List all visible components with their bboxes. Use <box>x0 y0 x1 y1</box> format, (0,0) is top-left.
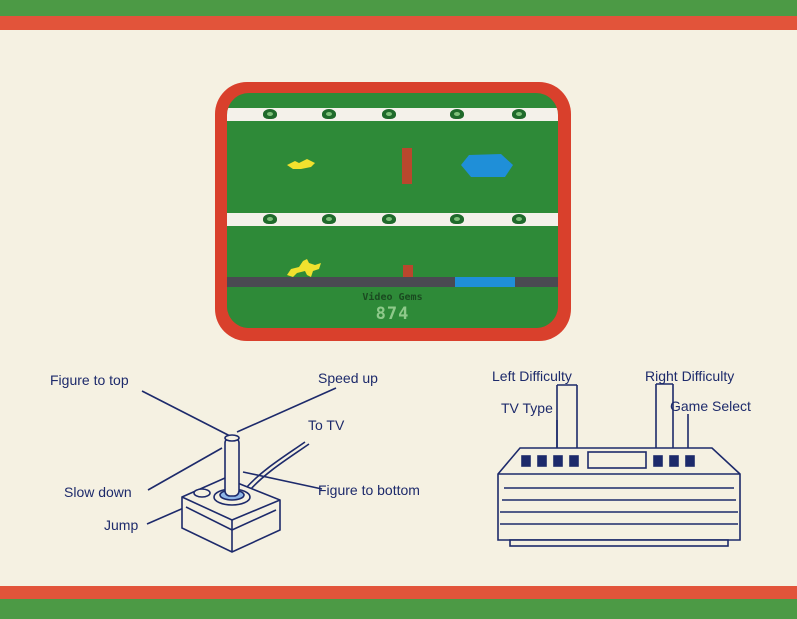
bush-icon <box>322 214 336 224</box>
hurdle-icon <box>402 148 412 184</box>
game-console-icon <box>497 447 741 547</box>
label-speed-up: Speed up <box>318 370 378 386</box>
bush-icon <box>450 214 464 224</box>
label-jump: Jump <box>104 517 139 533</box>
label-figure-to-bottom: Figure to bottom <box>318 482 420 498</box>
horse-rider-icon <box>287 259 321 277</box>
bush-icon <box>450 109 464 119</box>
progress-water-marker <box>455 277 515 287</box>
bush-icon <box>263 214 277 224</box>
bush-icon <box>512 214 526 224</box>
game-screen: Video Gems 874 <box>227 93 558 328</box>
bottom-green-band <box>0 599 797 619</box>
label-left-difficulty: Left Difficulty <box>492 368 572 384</box>
joystick-icon <box>181 434 281 553</box>
tv-screen-frame: Video Gems 874 <box>215 82 571 341</box>
bush-icon <box>263 109 277 119</box>
label-slow-down: Slow down <box>64 484 132 500</box>
top-red-stripe <box>0 16 797 30</box>
water-hazard-icon <box>461 154 513 177</box>
label-game-select: Game Select <box>670 398 751 414</box>
label-to-tv: To TV <box>308 417 345 433</box>
bush-icon <box>322 109 336 119</box>
label-right-difficulty: Right Difficulty <box>645 368 735 384</box>
bush-icon <box>382 109 396 119</box>
bottom-red-stripe <box>0 586 797 599</box>
horse-head-icon <box>287 159 315 169</box>
hurdle-icon <box>403 265 413 279</box>
hud-title: Video Gems <box>362 292 423 303</box>
hud-bar <box>227 289 558 328</box>
score-display: 874 <box>375 304 410 324</box>
progress-track <box>227 277 558 287</box>
label-tv-type: TV Type <box>501 400 553 416</box>
top-green-band <box>0 0 797 16</box>
bush-icon <box>382 214 396 224</box>
bush-icon <box>512 109 526 119</box>
label-figure-to-top: Figure to top <box>50 372 129 388</box>
